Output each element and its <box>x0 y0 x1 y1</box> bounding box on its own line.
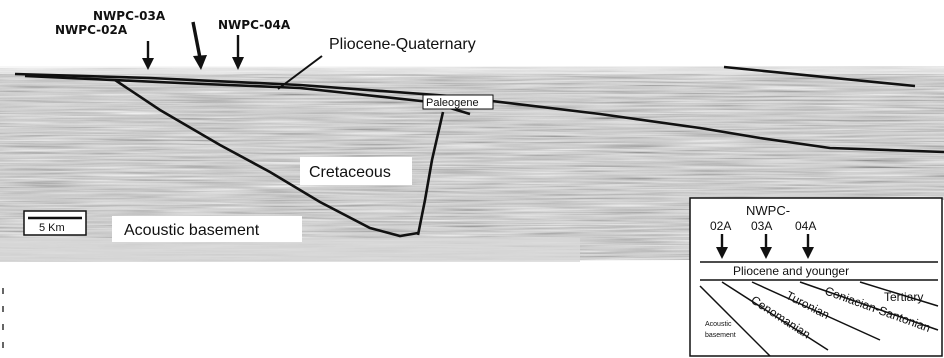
label-paleogene: Paleogene <box>426 97 479 109</box>
inset-well-03a: 03A <box>751 219 772 233</box>
inset-label-basement-line2: basement <box>705 332 736 339</box>
inset-label-tertiary: Tertiary <box>884 290 923 304</box>
well-arrow-02a <box>142 41 154 70</box>
edge-ticks <box>2 288 4 348</box>
stratigraphy-inset: NWPC- 02A 03A 04A Pliocene and younger <box>690 198 942 356</box>
inset-well-02a: 02A <box>710 219 731 233</box>
inset-well-prefix: NWPC- <box>746 203 790 218</box>
inset-well-04a: 04A <box>795 219 816 233</box>
label-pliocene-quaternary: Pliocene-Quaternary <box>329 36 476 53</box>
scale-bar-label: 5 Km <box>39 222 65 234</box>
well-label-02a: NWPC-02A <box>55 23 128 37</box>
label-acoustic-basement: Acoustic basement <box>124 222 260 239</box>
well-label-03a: NWPC-03A <box>93 9 166 23</box>
well-label-04a: NWPC-04A <box>218 18 291 32</box>
inset-label-pliocene: Pliocene and younger <box>733 264 849 278</box>
inset-label-basement-line1: Acoustic <box>705 321 732 328</box>
well-arrow-03a <box>193 22 207 70</box>
label-cretaceous: Cretaceous <box>309 164 391 181</box>
well-arrow-04a <box>232 35 244 70</box>
